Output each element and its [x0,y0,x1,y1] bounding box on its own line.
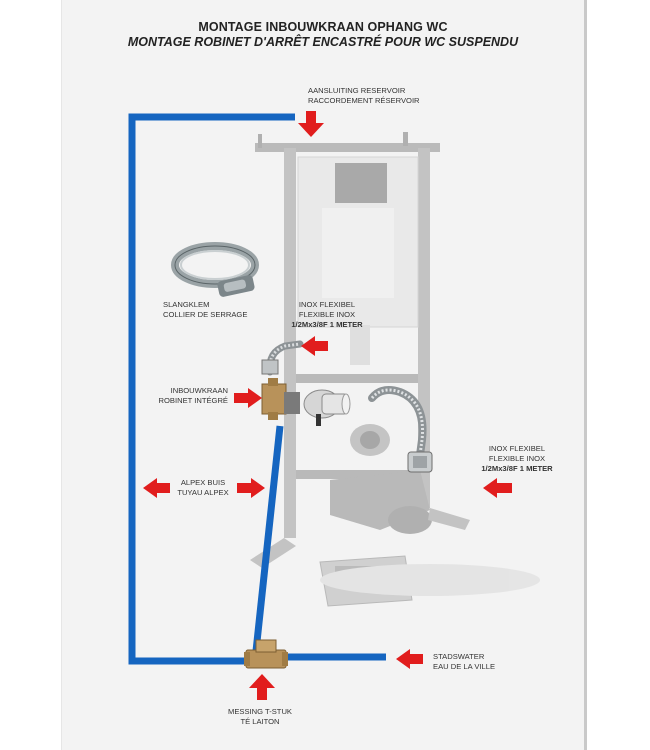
label-tee-fr: TÉ LAITON [240,717,280,726]
arrow-left-icon [483,478,512,498]
red-arrows [143,111,512,700]
hose-clamp-icon [171,242,259,297]
sheet-edge [584,0,587,750]
label-reservoir: AANSLUITING RESERVOIR RACCORDEMENT RÉSER… [308,86,420,106]
title-french: MONTAGE ROBINET D'ARRÊT ENCASTRÉ POUR WC… [127,35,519,49]
label-tee-nl: MESSING T-STUK [228,707,292,716]
alpex-pipe [128,113,386,665]
label-flex-top-spec: 1/2Mx3/8F 1 METER [291,320,363,329]
label-city-water-nl: STADSWATER [433,652,485,661]
label-tee: MESSING T-STUK TÉ LAITON [210,707,310,727]
label-flex-right-fr: FLEXIBLE INOX [488,454,546,463]
label-alpex-fr: TUYAU ALPEX [177,488,229,497]
label-city-water: STADSWATER EAU DE LA VILLE [433,652,495,672]
arrow-right-icon [234,388,262,408]
label-hose-clamp-nl: SLANGKLEM [163,300,210,309]
title-dutch: MONTAGE INBOUWKRAAN OPHANG WC [198,20,448,34]
label-alpex: ALPEX BUIS TUYAU ALPEX [168,478,238,498]
label-flex-right-spec: 1/2Mx3/8F 1 METER [481,464,553,473]
label-city-water-fr: EAU DE LA VILLE [433,662,496,671]
label-valve-fr: ROBINET INTÉGRÉ [158,396,228,405]
arrow-left-icon [301,336,328,356]
label-flex-right-nl: INOX FLEXIBEL [488,444,546,453]
wc-frame-illustration [250,132,540,607]
label-alpex-nl: ALPEX BUIS [180,478,226,487]
arrow-up-icon [249,674,275,700]
label-reservoir-fr: RACCORDEMENT RÉSERVOIR [308,96,420,105]
arrow-right-icon [237,478,265,498]
label-valve-nl: INBOUWKRAAN [170,386,228,395]
label-flex-top: INOX FLEXIBEL FLEXIBLE INOX 1/2Mx3/8F 1 … [262,300,392,330]
label-flex-top-fr: FLEXIBLE INOX [298,310,356,319]
concealed-valve-icon [261,378,351,426]
arrow-down-icon [298,111,324,137]
label-hose-clamp: SLANGKLEM COLLIER DE SERRAGE [163,300,247,320]
arrow-left-icon [143,478,170,498]
label-hose-clamp-fr: COLLIER DE SERRAGE [163,310,248,319]
flex-hose-top [261,340,304,376]
label-reservoir-nl: AANSLUITING RESERVOIR [308,86,406,95]
flex-hose-right [368,386,433,473]
label-flex-top-nl: INOX FLEXIBEL [298,300,356,309]
label-flex-right: INOX FLEXIBEL FLEXIBLE INOX 1/2Mx3/8F 1 … [452,444,582,474]
brass-tee-icon [244,639,288,669]
label-valve: INBOUWKRAAN ROBINET INTÉGRÉ [140,386,228,406]
arrow-left-icon [396,649,423,669]
